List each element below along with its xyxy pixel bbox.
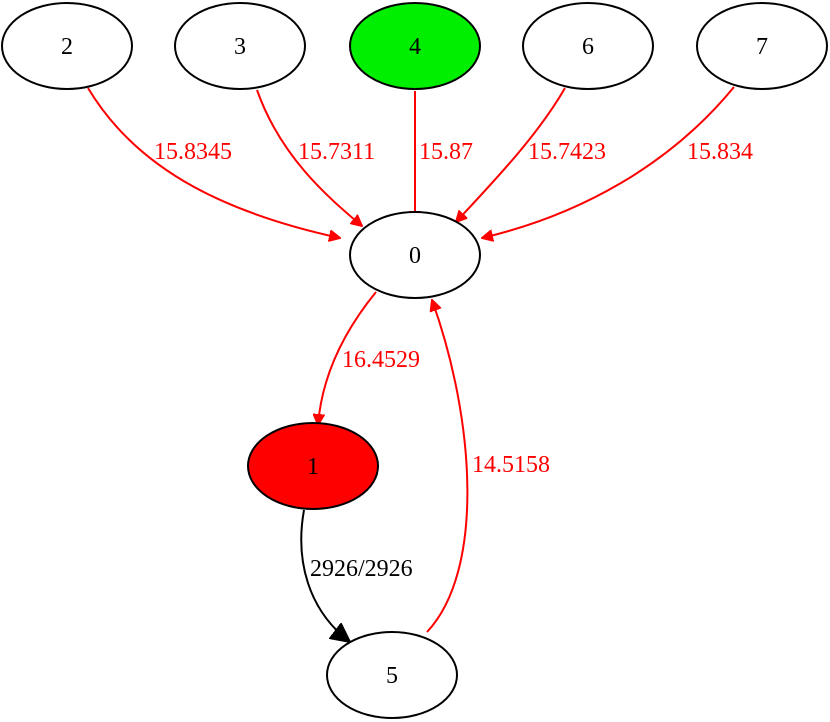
- edge-0-1-line: [318, 291, 377, 425]
- edge-4-0: 15.87: [415, 91, 473, 222]
- node-2-shape: [1, 2, 133, 90]
- node-7-label: 7: [756, 34, 768, 60]
- edge-1-5-label: 2926/2926: [310, 556, 413, 582]
- node-6-shape: [522, 2, 654, 90]
- edge-3-0: 15.7311: [256, 89, 375, 226]
- edge-2-0: 15.8345: [87, 87, 340, 238]
- edge-2-0-label: 15.8345: [154, 139, 232, 165]
- edge-4-0-label: 15.87: [419, 139, 473, 165]
- node-0-label: 0: [409, 243, 421, 269]
- edge-0-1: 16.4529: [318, 291, 420, 425]
- node-5: 5: [326, 631, 458, 719]
- edge-3-0-line: [256, 89, 362, 226]
- node-6: 6: [522, 2, 654, 90]
- edge-5-0-line: [426, 300, 469, 633]
- node-5-shape: [326, 631, 458, 719]
- node-2-label: 2: [61, 34, 73, 60]
- edge-3-0-label: 15.7311: [298, 139, 375, 165]
- node-3-shape: [174, 2, 306, 90]
- node-0-shape: [349, 211, 481, 299]
- edge-1-5: 2926/2926: [300, 509, 413, 642]
- node-4: 4: [349, 2, 481, 90]
- edge-5-0: 14.5158: [426, 300, 550, 633]
- edge-6-0-label: 15.7423: [528, 139, 606, 165]
- edge-6-0-line: [456, 87, 566, 222]
- edge-5-0-label: 14.5158: [472, 452, 550, 478]
- edge-6-0: 15.7423: [456, 87, 606, 222]
- node-1-shape: [247, 422, 379, 510]
- node-2: 2: [1, 2, 133, 90]
- edge-7-0-line: [482, 86, 735, 238]
- node-4-label: 4: [409, 34, 421, 60]
- node-1-label: 1: [307, 454, 319, 480]
- node-0: 0: [349, 211, 481, 299]
- node-4-shape: [349, 2, 481, 90]
- edge-7-0-label: 15.834: [687, 139, 753, 165]
- node-7-shape: [696, 2, 828, 90]
- edge-0-1-label: 16.4529: [342, 347, 420, 373]
- edge-1-5-line: [300, 509, 350, 642]
- edge-7-0: 15.834: [482, 86, 753, 238]
- edge-2-0-line: [87, 87, 340, 238]
- node-1: 1: [247, 422, 379, 510]
- node-7: 7: [696, 2, 828, 90]
- node-3: 3: [174, 2, 306, 90]
- node-3-label: 3: [234, 34, 246, 60]
- node-5-label: 5: [386, 663, 398, 689]
- node-6-label: 6: [582, 34, 594, 60]
